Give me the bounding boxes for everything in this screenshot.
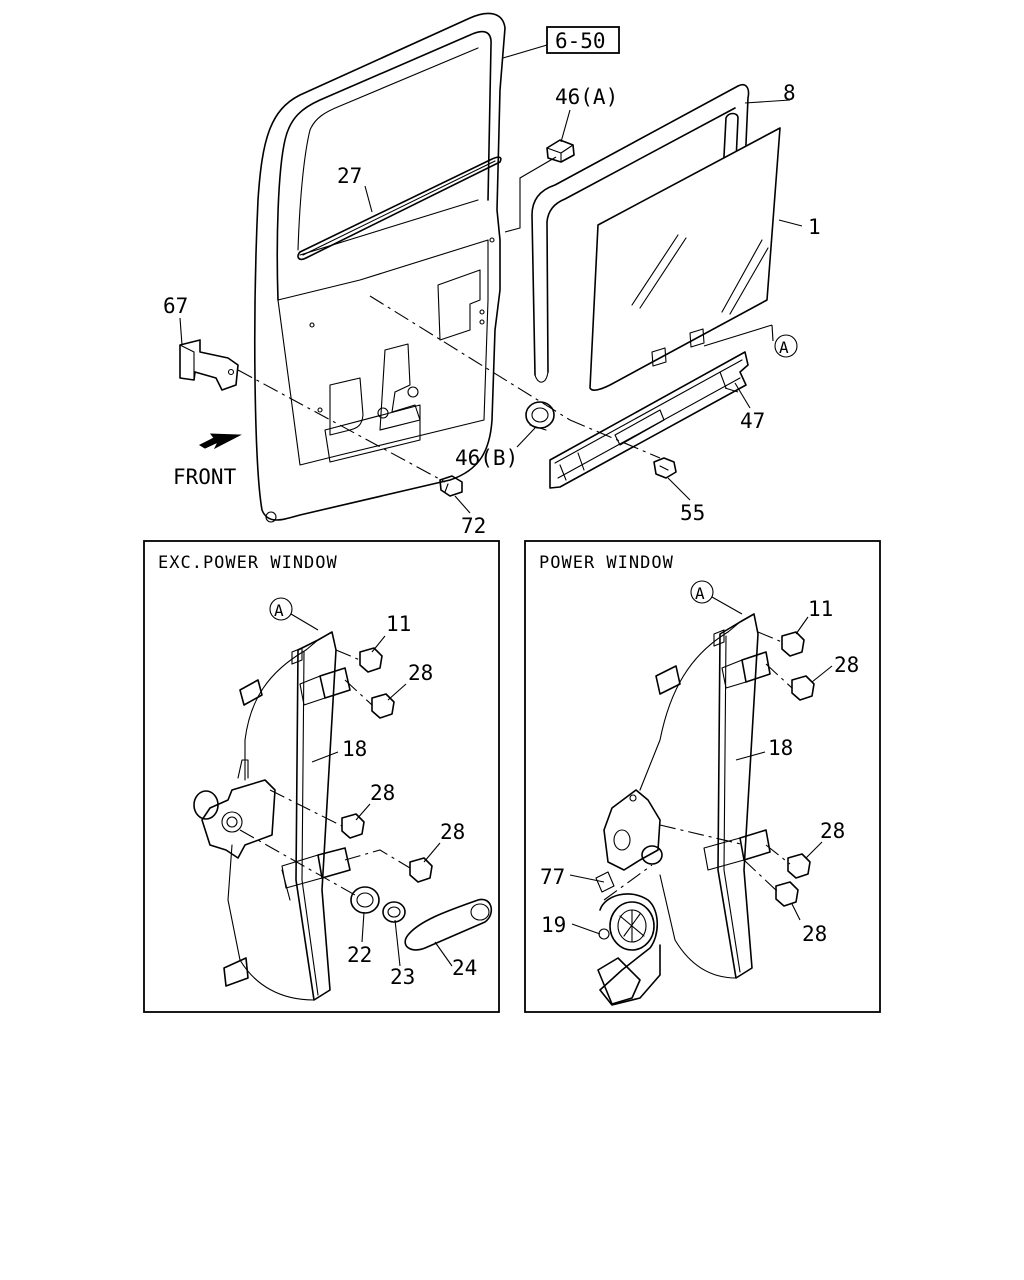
bolt-28b-power [787,853,811,879]
label-46b: 46(B) [455,446,518,470]
reference-box [546,26,620,54]
panel-power-label-11: 11 [808,597,833,621]
washer-22 [350,886,380,914]
panel-manual-label-28b: 28 [370,781,395,805]
panel-power-label-77: 77 [540,865,565,889]
door-assembly: 6-50 [163,12,821,538]
panel-manual-window: EXC.POWER WINDOW A [143,540,500,1013]
label-8: 8 [783,81,796,105]
regulator-rail-18-manual [223,631,351,1001]
bolt-28c-power [775,881,799,907]
panel-manual-title: EXC.POWER WINDOW [158,553,338,573]
panel-power-title: POWER WINDOW [539,553,674,573]
label-67: 67 [163,294,188,318]
panel-manual-label-22: 22 [347,943,372,967]
bolt-11-manual [359,647,383,673]
callout-a-label: A [779,338,789,357]
label-47: 47 [740,409,765,433]
bolt-28c-manual [409,857,433,883]
panel-manual-label-28a: 28 [408,661,433,685]
crank-mechanism [193,759,276,859]
panel-manual-circle-a: A [274,601,284,620]
panel-manual-label-11: 11 [386,612,411,636]
washer-23 [382,901,406,923]
clip-46a [546,139,575,163]
bolt-28a-power [791,675,815,701]
front-arrow-icon [198,433,242,450]
bolt-55 [653,457,677,479]
crank-handle-24 [404,898,493,951]
motor-19 [597,893,661,1006]
panel-power-label-19: 19 [541,913,566,937]
label-55: 55 [680,501,705,525]
front-label: FRONT [173,465,237,489]
panel-power-label-28c: 28 [802,922,827,946]
bolt-28a-manual [371,693,395,719]
panel-manual-label-23: 23 [390,965,415,989]
grommet-46b [525,401,555,431]
panel-manual-label-24: 24 [452,956,477,980]
panel-power-window: POWER WINDOW A [524,540,881,1013]
panel-manual-label-18: 18 [342,737,367,761]
panel-power-label-28b: 28 [820,819,845,843]
panel-manual-label-28c: 28 [440,820,465,844]
motor-bracket-power [603,789,661,871]
label-46a: 46(A) [555,85,618,109]
rail-47 [549,351,749,489]
panel-power-label-18: 18 [768,736,793,760]
regulator-rail-18-power [639,613,771,979]
label-27: 27 [337,164,362,188]
label-1: 1 [808,215,821,239]
label-72: 72 [461,514,486,538]
reference-label: 6-50 [555,29,606,53]
weatherstrip-27 [297,156,502,261]
glass-1 [589,127,781,391]
bolt-28b-manual [341,813,365,839]
panel-power-label-28a: 28 [834,653,859,677]
panel-power-circle-a: A [695,584,705,603]
callout-circle-a [774,334,798,358]
bolt-11-power [781,631,805,657]
bolt-72 [439,475,463,497]
bracket-67 [179,339,239,391]
nut-77 [595,845,663,893]
